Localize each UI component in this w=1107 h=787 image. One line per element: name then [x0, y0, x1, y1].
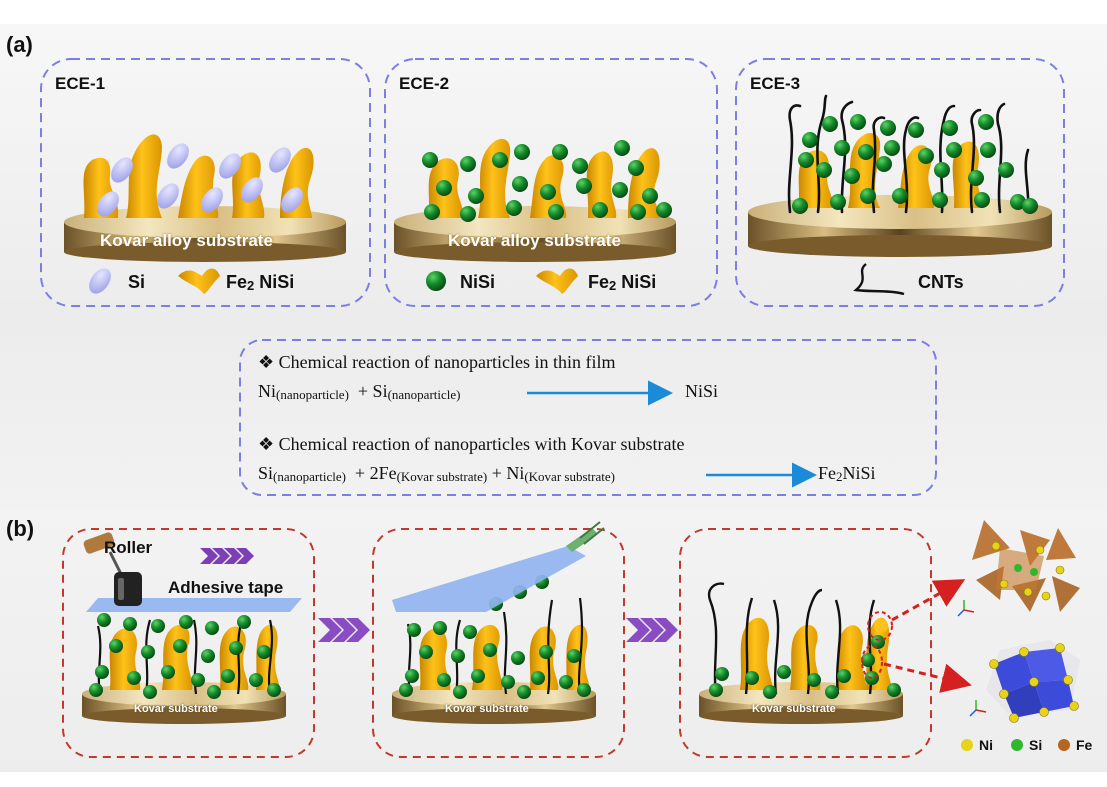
fe-legend-icon	[1058, 739, 1070, 751]
step3-substrate-label: Kovar substrate	[752, 703, 836, 715]
roller-label: Roller	[104, 538, 153, 557]
reaction-2-reactants: Si(nanoparticle) + 2Fe(Kovar substrate) …	[258, 463, 615, 484]
si-legend-icon	[89, 268, 111, 294]
reaction-2-header: ❖ Chemical reaction of nanoparticles wit…	[258, 434, 685, 454]
reaction-2-product: Fe2NiSi	[818, 463, 876, 484]
ece1-title: ECE-1	[55, 74, 106, 93]
reaction-1-reactants: Ni(nanoparticle) + Si(nanoparticle)	[258, 381, 461, 402]
panel-a-label: (a)	[6, 32, 33, 57]
step1-box	[62, 528, 315, 758]
step3-box	[679, 528, 932, 758]
reaction-1-header: ❖ Chemical reaction of nanoparticles in …	[258, 352, 616, 372]
ece2-nisi-spheres	[422, 140, 672, 222]
cnt-legend-icon	[853, 263, 905, 296]
nisi-crystal-structure	[969, 640, 1080, 723]
fe2nisi-legend-label-2: Fe2 NiSi	[588, 272, 657, 293]
ece3-box	[735, 58, 1065, 307]
si-atom-legend-label: Si	[1029, 737, 1043, 753]
process-chevrons-2	[626, 618, 678, 642]
step3-scene	[699, 579, 972, 724]
step1-scene	[82, 532, 302, 724]
step1-substrate-label: Kovar substrate	[134, 703, 218, 715]
ece1-si-ellipses	[97, 143, 303, 217]
fe2nisi-legend-icon-2	[536, 268, 578, 294]
fe2nisi-legend-icon	[178, 268, 220, 294]
panel-a-background	[0, 24, 1107, 510]
ece3-nisi-spheres	[792, 114, 1038, 214]
si-atom-legend-icon	[1011, 739, 1023, 751]
ni-legend-label: Ni	[979, 737, 993, 753]
fe-legend-label: Fe	[1076, 737, 1093, 753]
nisi-legend-label: NiSi	[460, 272, 496, 292]
ece2-box	[384, 58, 718, 307]
process-chevrons-1	[318, 618, 370, 642]
reaction-1-product: NiSi	[685, 381, 719, 401]
direction-chevrons	[200, 548, 254, 564]
nisi-legend-icon	[426, 271, 446, 291]
reaction-box	[239, 339, 937, 496]
adhesive-tape-label: Adhesive tape	[168, 578, 284, 597]
ece2-substrate-label: Kovar alloy substrate	[448, 231, 621, 250]
fe2nisi-legend-label: Fe2 NiSi	[226, 272, 295, 293]
step2-scene	[392, 521, 605, 724]
ece1-box	[40, 58, 371, 307]
fe2nisi-crystal-structure	[957, 520, 1080, 617]
panel-b-label: (b)	[6, 516, 35, 541]
cnts-legend-label: CNTs	[918, 272, 964, 292]
si-legend-label: Si	[128, 272, 146, 292]
ece3-title: ECE-3	[750, 74, 801, 93]
step2-substrate-label: Kovar substrate	[445, 703, 529, 715]
ni-legend-icon	[961, 739, 973, 751]
step2-box	[372, 528, 625, 758]
ece1-substrate-label: Kovar alloy substrate	[100, 231, 273, 250]
ece2-title: ECE-2	[399, 74, 450, 93]
